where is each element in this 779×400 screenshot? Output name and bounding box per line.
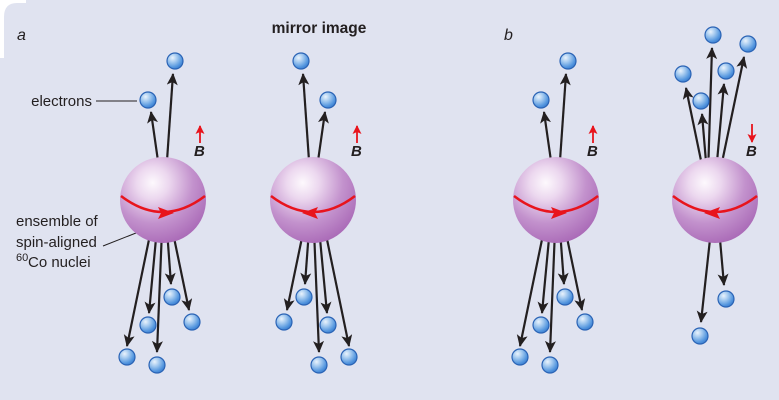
- electron-arrow: [151, 229, 164, 353]
- electron: [556, 288, 574, 306]
- electron: [559, 52, 577, 70]
- co60-nucleus-sphere: [513, 157, 599, 243]
- co60-nucleus-sphere: [270, 157, 356, 243]
- electron: [717, 290, 735, 308]
- isotope-superscript: 60: [16, 252, 28, 264]
- electron: [691, 327, 709, 345]
- mirror-image-title: mirror image: [272, 20, 367, 37]
- electron-arrow: [718, 56, 748, 173]
- ensemble-pointer-line: [102, 230, 142, 247]
- electron: [532, 91, 550, 109]
- electron-arrow: [706, 47, 718, 176]
- electron: [295, 288, 313, 306]
- electron: [692, 92, 710, 110]
- b-field-label: B: [351, 143, 362, 160]
- electron: [139, 316, 157, 334]
- electron: [163, 288, 181, 306]
- electron: [576, 313, 594, 331]
- electron: [166, 52, 184, 70]
- electron-arrow: [544, 229, 557, 353]
- spin-arrow-icon: [551, 207, 567, 219]
- electron: [310, 356, 328, 374]
- spin-arrow-icon: [704, 207, 720, 219]
- electron-arrow: [170, 227, 193, 311]
- electron-arrow: [322, 224, 353, 347]
- nucleus-a-original: B: [118, 52, 206, 374]
- electron-arrow: [283, 227, 306, 311]
- spin-arrow-icon: [158, 207, 174, 219]
- electron-arrow: [123, 224, 154, 347]
- electron: [275, 313, 293, 331]
- electron: [532, 316, 550, 334]
- b-field-label: B: [194, 143, 205, 160]
- b-field-label: B: [587, 143, 598, 160]
- electron: [739, 35, 757, 53]
- electron: [292, 52, 310, 70]
- electron: [319, 91, 337, 109]
- page-corner: [0, 0, 26, 58]
- electron: [674, 65, 692, 83]
- electron: [183, 313, 201, 331]
- electron: [148, 356, 166, 374]
- electron-arrow: [312, 229, 325, 353]
- electron: [340, 348, 358, 366]
- electron-arrow: [563, 227, 586, 311]
- electrons-label: electrons: [31, 93, 92, 110]
- co60-nucleus-sphere: [672, 157, 758, 243]
- nucleus-a-mirror: B: [270, 52, 362, 374]
- isotope-label: Co nuclei: [28, 254, 91, 271]
- electron: [319, 316, 337, 334]
- electron-arrow: [696, 229, 713, 323]
- electron-arrow: [516, 224, 547, 347]
- ensemble-label-line1: ensemble of: [16, 213, 99, 230]
- electron: [704, 26, 722, 44]
- ensemble-label-line2: spin-aligned: [16, 234, 97, 251]
- panel-a-label: a: [17, 27, 26, 44]
- spin-arrow-icon: [302, 207, 318, 219]
- electron: [541, 356, 559, 374]
- electron: [511, 348, 529, 366]
- co60-nucleus-sphere: [120, 157, 206, 243]
- panel-b-label: b: [504, 27, 513, 44]
- nucleus-b-original: B: [511, 52, 599, 374]
- electron: [118, 348, 136, 366]
- electron: [717, 62, 735, 80]
- electron: [139, 91, 157, 109]
- nucleus-b-reversed: B: [672, 26, 758, 345]
- b-field-label: B: [746, 143, 757, 160]
